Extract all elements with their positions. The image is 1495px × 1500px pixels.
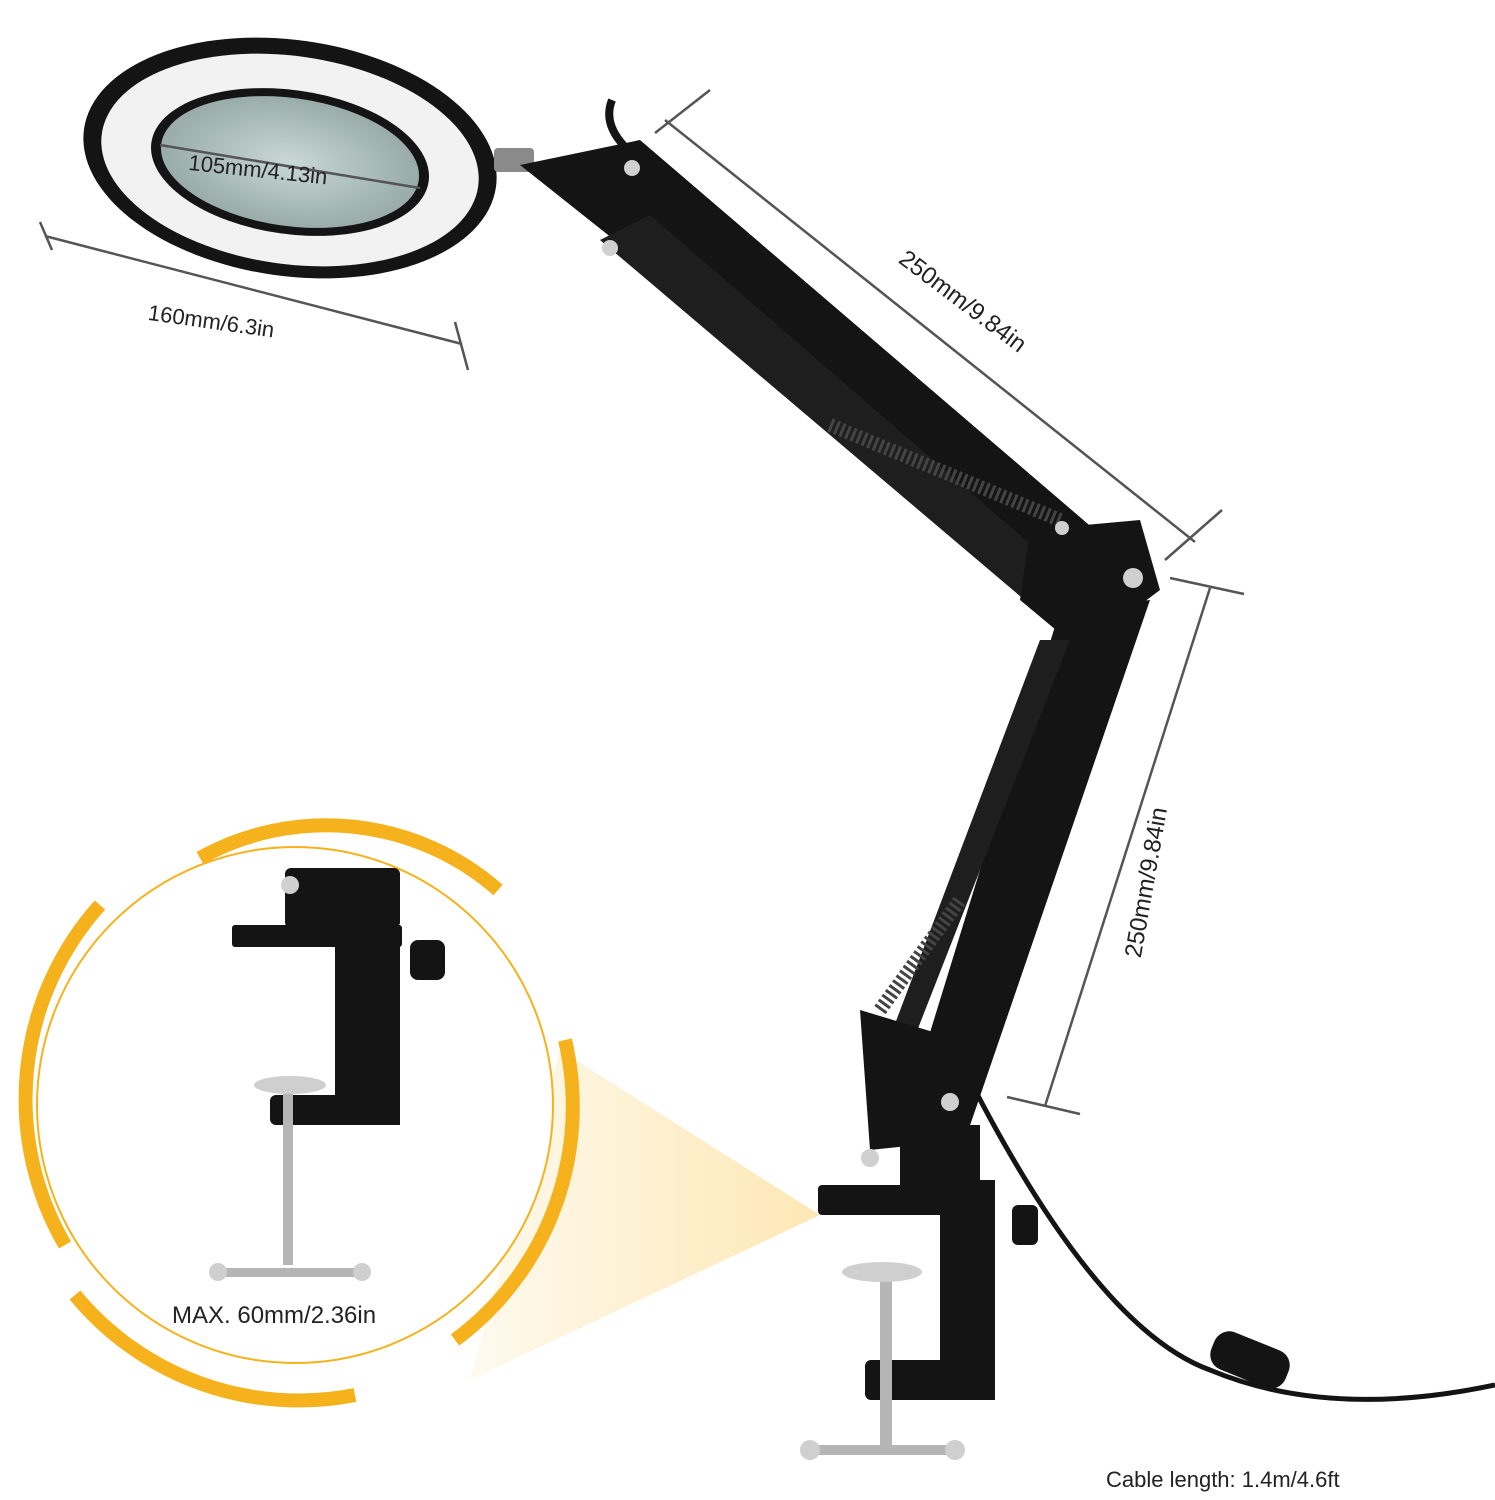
elbow-joint: [1020, 520, 1160, 650]
zoom-beam: [470, 1050, 820, 1380]
inline-switch-icon: [1210, 1331, 1290, 1389]
desk-clamp-icon: [800, 1125, 1038, 1460]
cable-length-label: Cable length: 1.4m/4.6ft: [1106, 1467, 1340, 1492]
magnifier-head: [83, 37, 534, 279]
zoomed-clamp-icon: [209, 868, 445, 1281]
lower-arm: [860, 600, 1150, 1167]
power-cable: [972, 1088, 1495, 1402]
clamp-max-opening-label: MAX. 60mm/2.36in: [172, 1302, 377, 1329]
dimension-lines: [38, 89, 1245, 1122]
upper-arm: [520, 98, 1130, 630]
